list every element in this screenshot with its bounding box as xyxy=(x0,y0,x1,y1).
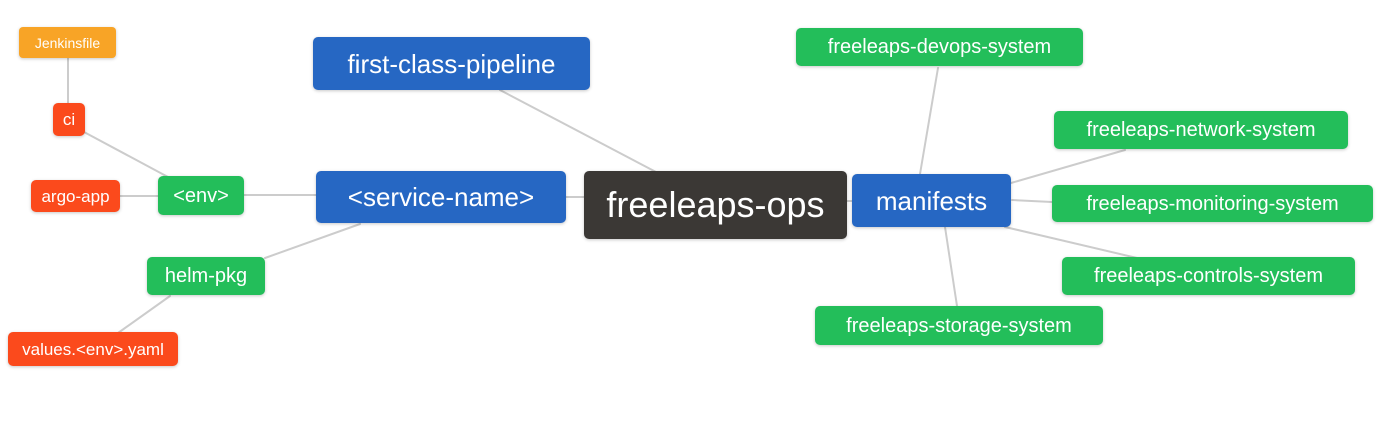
node-argo-app[interactable]: argo-app xyxy=(31,180,120,212)
node-service-name[interactable]: <service-name> xyxy=(316,171,566,223)
node-env[interactable]: <env> xyxy=(158,176,244,215)
node-manifests[interactable]: manifests xyxy=(852,174,1011,227)
node-freeleaps-network-system[interactable]: freeleaps-network-system xyxy=(1054,111,1348,149)
node-jenkinsfile[interactable]: Jenkinsfile xyxy=(19,27,116,58)
node-first-class-pipeline[interactable]: first-class-pipeline xyxy=(313,37,590,90)
edge-manifests-devops xyxy=(919,67,939,175)
node-ci[interactable]: ci xyxy=(53,103,85,136)
edge-helm-pkg-service-name xyxy=(264,223,361,259)
node-freeleaps-devops-system[interactable]: freeleaps-devops-system xyxy=(796,28,1083,66)
edge-manifests-storage xyxy=(944,226,958,307)
node-freeleaps-ops-root[interactable]: freeleaps-ops xyxy=(584,171,847,239)
edge-manifests-controls xyxy=(1004,226,1138,259)
node-freeleaps-controls-system[interactable]: freeleaps-controls-system xyxy=(1062,257,1355,295)
edge-manifests-monitoring xyxy=(1011,199,1053,203)
edge-pipeline-root xyxy=(499,89,657,173)
edge-values-helm-pkg xyxy=(117,295,171,334)
node-helm-pkg[interactable]: helm-pkg xyxy=(147,257,265,295)
node-freeleaps-storage-system[interactable]: freeleaps-storage-system xyxy=(815,306,1103,345)
node-freeleaps-monitoring-system[interactable]: freeleaps-monitoring-system xyxy=(1052,185,1373,222)
node-values-env-yaml[interactable]: values.<env>.yaml xyxy=(8,332,178,366)
edge-manifests-network xyxy=(1010,149,1126,184)
edge-ci-env xyxy=(83,131,169,178)
